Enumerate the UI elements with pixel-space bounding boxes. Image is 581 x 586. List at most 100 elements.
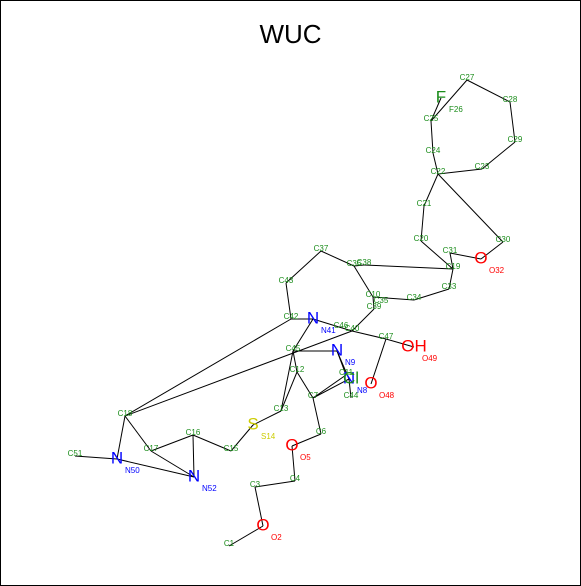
atom-o48: O [364, 373, 377, 392]
bond-C45-C13 [280, 350, 294, 412]
atom-label-c30: C30 [496, 235, 511, 244]
atom-label-c4: C4 [290, 474, 301, 483]
bond-C7-N8 [312, 378, 350, 399]
atom-label-o32: O32 [489, 266, 505, 275]
atom-f26: F [436, 87, 446, 106]
atom-cl53: Cl [343, 368, 359, 387]
atom-label-c38: C38 [357, 258, 372, 267]
atom-label-c12: C12 [290, 365, 305, 374]
bond-C10-C39 [372, 296, 375, 310]
atom-label-c24: C24 [426, 146, 441, 155]
atom-label-c46: C46 [334, 321, 349, 330]
bond-C21-C22 [423, 173, 439, 207]
bond-C29-C28 [509, 101, 516, 143]
atom-n8: N [343, 368, 355, 387]
bond-O2-C3 [254, 486, 264, 527]
bond-C18-N50 [116, 415, 126, 460]
atom-label-n52: N52 [202, 484, 217, 493]
bond-C11-N9 [336, 350, 347, 376]
bond-C16-N52 [192, 434, 195, 478]
atom-label-c39: C39 [367, 302, 382, 311]
bond-O32-C31 [449, 252, 482, 260]
atom-label-c20: C20 [414, 234, 429, 243]
bond-C28-C27 [466, 79, 511, 103]
atom-label-c51: C51 [68, 449, 83, 458]
bond-C25-C24 [430, 120, 434, 154]
bond-C24-C22 [432, 152, 439, 175]
bond-C42-C18 [124, 318, 292, 417]
atom-label-c33: C33 [442, 282, 457, 291]
atom-label-c31: C31 [443, 246, 458, 255]
bond-C42-C43 [285, 282, 292, 320]
atom-label-c6: C6 [316, 427, 327, 436]
bond-N50-N52 [116, 458, 195, 478]
atom-label-c22: C22 [431, 167, 446, 176]
atom-label-o48: O48 [379, 391, 395, 400]
bond-C39-C40 [351, 308, 375, 332]
bond-C47-O49 [385, 338, 415, 348]
atom-label-c18: C18 [118, 409, 133, 418]
bond-C47-O48 [370, 338, 387, 385]
bond-C17-N52 [150, 450, 195, 478]
atom-label-n8: N8 [357, 386, 368, 395]
molecule-title: WUC [259, 19, 322, 49]
bond-C44-N8 [348, 378, 352, 399]
bond-C38-C19 [363, 264, 454, 270]
bond-C20-C21 [420, 205, 425, 242]
atom-label-c15: C15 [224, 444, 239, 453]
atom-label-c42: C42 [284, 312, 299, 321]
atom-label-s14: S14 [261, 432, 276, 441]
atom-label-n50: N50 [125, 466, 140, 475]
atom-label-n9: N9 [345, 358, 356, 367]
atom-o5: O [285, 435, 298, 454]
bond-C6-C7 [312, 397, 322, 435]
bond-C22-C30 [437, 173, 504, 243]
atom-label-c27: C27 [460, 73, 475, 82]
atom-label-o49: O49 [422, 354, 438, 363]
bond-C33-C19 [448, 268, 454, 290]
atom-label-c7: C7 [308, 391, 319, 400]
atom-label-c43: C43 [279, 276, 294, 285]
bond-S14-C15 [230, 424, 254, 452]
bond-C1-O2 [228, 525, 264, 547]
atom-label-c28: C28 [503, 95, 518, 104]
bond-C40-C47 [351, 330, 387, 340]
bond-C22-C23 [437, 168, 483, 175]
atom-label-c37: C37 [314, 244, 329, 253]
atom-label-c44: C44 [344, 391, 359, 400]
atom-label-c19: C19 [446, 262, 461, 271]
bond-C31-C19 [449, 252, 454, 270]
atom-n50: N [111, 448, 123, 467]
atom-label-c23: C23 [475, 162, 490, 171]
atom-label-c16: C16 [186, 428, 201, 437]
atom-label-c47: C47 [379, 332, 394, 341]
atom-label-o2: O2 [271, 533, 282, 542]
atom-o49: OH [401, 336, 427, 355]
atom-label-c17: C17 [144, 444, 159, 453]
bond-C12-C13 [280, 371, 298, 412]
atom-label-c34: C34 [407, 293, 422, 302]
atom-s14: S [247, 414, 258, 433]
bond-C12-C45 [292, 350, 298, 373]
bond-C19-C20 [420, 240, 454, 270]
atom-label-c40: C40 [345, 324, 360, 333]
atom-n41: N [307, 308, 319, 327]
atom-label-c11: C11 [339, 368, 354, 377]
bond-C25-F26 [430, 97, 442, 122]
bond-C7-C12 [296, 371, 314, 399]
bond-C34-C33 [413, 288, 450, 301]
atom-n52: N [188, 466, 200, 485]
atom-n9: N [331, 340, 343, 359]
atom-o2: O [256, 515, 269, 534]
bond-C40-N41 [312, 318, 353, 332]
bond-C17-C18 [124, 415, 152, 452]
bond-C30-O32 [480, 241, 504, 260]
bond-C45-N41 [292, 318, 314, 352]
bond-C23-C29 [481, 141, 516, 170]
bond-C10-C34 [372, 296, 415, 301]
atom-label-c35: C35 [374, 296, 389, 305]
atom-label-c29: C29 [508, 135, 523, 144]
atom-label-f26: F26 [449, 105, 463, 114]
bond-O5-C6 [291, 433, 322, 447]
